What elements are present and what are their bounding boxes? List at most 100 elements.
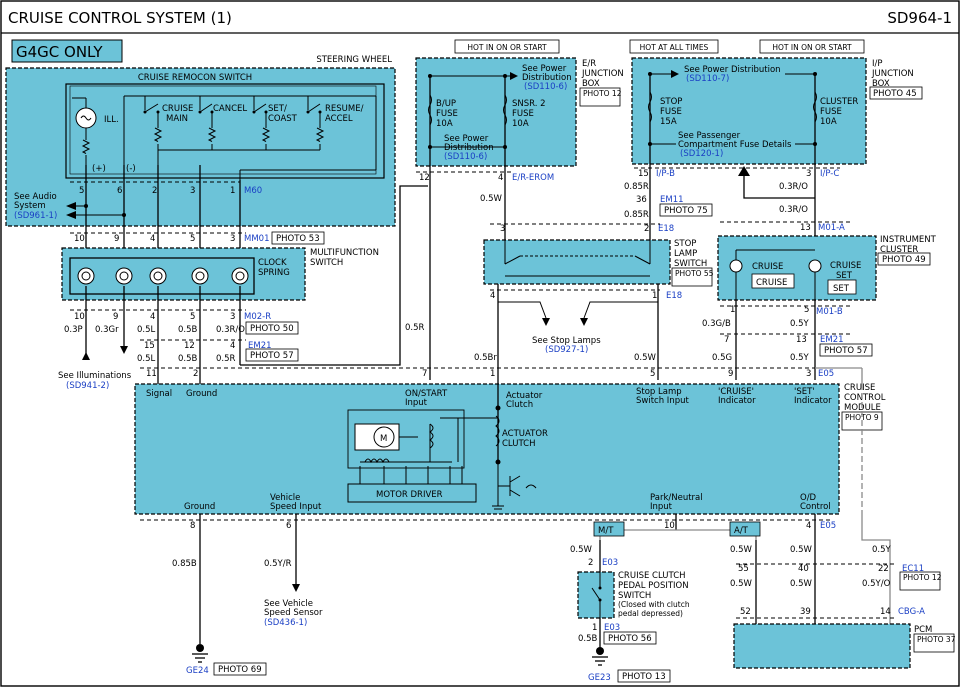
ge24-ground-icon	[192, 644, 208, 663]
set-coast-label-1: SET/	[268, 104, 287, 114]
ge23-label[interactable]: GE23	[588, 673, 611, 683]
conn-ec11[interactable]: EC11	[902, 564, 924, 574]
e05-pin-11: 11	[146, 369, 157, 379]
er-see-ref-2[interactable]: (SD110-6)	[444, 152, 487, 162]
wire-0.3ro: 0.3R/O	[216, 325, 245, 335]
conn-e05b[interactable]: E05	[820, 521, 836, 531]
photo-56-plate	[603, 631, 657, 645]
cruise-lamp-label: CRUISE	[752, 262, 783, 272]
er-hot-plate	[454, 39, 560, 54]
engine-badge	[11, 39, 123, 63]
ge23-ground-icon	[592, 647, 608, 666]
m02-pin-10: 10	[74, 312, 85, 322]
snsr-fuse-3: 10A	[512, 119, 529, 129]
set-indicator	[827, 279, 857, 295]
m02-pin-4: 4	[150, 312, 155, 322]
steering-wheel-title: STEERING WHEEL	[316, 55, 392, 65]
set-ind-label-2: Indicator	[794, 396, 832, 406]
audio-ref-link[interactable]: (SD961-1)	[14, 211, 57, 221]
wire-0.5r-b: 0.5R	[216, 354, 236, 364]
conn-mm01[interactable]: MM01	[244, 234, 269, 244]
m02-pin-3: 3	[230, 312, 235, 322]
conn-cbg-a[interactable]: CBG-A	[898, 607, 925, 617]
set-indicator-label: SET	[833, 284, 850, 294]
conn-ipb[interactable]: I/P-B	[656, 169, 675, 179]
stop-see-ref[interactable]: (SD927-1)	[545, 345, 588, 355]
e05b-pin-10: 10	[664, 521, 675, 531]
er-see-ref[interactable]: (SD110-6)	[524, 82, 567, 92]
photo-49-plate	[877, 252, 931, 266]
ip-box-label-3: BOX	[872, 79, 890, 89]
er-pin-4: 4	[498, 173, 503, 183]
cruise-lamp-icon	[729, 259, 743, 273]
conn-e03[interactable]: E03	[602, 558, 618, 568]
conn-e03b[interactable]: E03	[604, 623, 620, 633]
conn-e18[interactable]: E18	[658, 224, 674, 234]
cbg-pin-14: 14	[880, 607, 891, 617]
cluster-feed-arrow	[738, 166, 750, 176]
ip-see: See Power Distribution	[684, 65, 781, 75]
ccm-label-1: CRUISE	[844, 383, 875, 393]
cruise-main-label-1: CRUISE	[162, 104, 193, 114]
ip-hot-right: HOT IN ON OR START	[772, 43, 852, 52]
illum-ref-1: See Illuminations	[58, 371, 132, 381]
photo-57-cl-plate	[819, 343, 873, 357]
er-pin-12: 12	[419, 173, 430, 183]
er-see-3: See Power	[444, 134, 489, 144]
stop-lamp-label-2: LAMP	[674, 249, 697, 259]
photo-57-cl: PHOTO 57	[824, 346, 868, 356]
e05-pin-5: 5	[650, 369, 655, 379]
resume-accel-label-1: RESUME/	[325, 104, 364, 114]
ground-label: Ground	[186, 389, 217, 399]
conn-ipc[interactable]: I/P-C	[820, 169, 839, 179]
stop-fuse-2: FUSE	[660, 107, 682, 117]
ip-hot-left-plate	[629, 39, 719, 54]
cbg-pin-52: 52	[740, 607, 751, 617]
sw-pin-3: 3	[190, 186, 195, 196]
wire-0.3p: 0.3P	[64, 325, 83, 335]
e05-pin-9: 9	[728, 369, 733, 379]
ip-see-ref[interactable]: (SD110-7)	[686, 74, 729, 84]
e18-pin-2: 2	[644, 224, 649, 234]
cluster-label-2: CLUSTER	[880, 245, 918, 255]
pcm-od-wire	[861, 368, 891, 624]
illum-ref-link[interactable]: (SD941-2)	[66, 381, 109, 391]
conn-em21-cl[interactable]: EM21	[820, 335, 844, 345]
wire-0.5g: 0.5G	[712, 353, 732, 363]
m01b-pin-5: 5	[804, 305, 809, 315]
conn-e05[interactable]: E05	[818, 369, 834, 379]
conn-m01a[interactable]: M01-A	[818, 223, 845, 233]
photo-37: PHOTO 37	[917, 635, 956, 644]
mm-pin-4: 4	[150, 234, 155, 244]
ge24-label[interactable]: GE24	[186, 666, 209, 676]
conn-em21[interactable]: EM21	[248, 341, 272, 351]
ip-pin-3: 3	[806, 169, 811, 179]
m01b-pin-1: 1	[730, 305, 735, 315]
wire-0.5w-at3: 0.5W	[730, 579, 753, 589]
cruise-indicator	[751, 273, 795, 289]
engine-badge-label: G4GC ONLY	[16, 43, 103, 61]
vss-label-1: Vehicle	[270, 493, 300, 503]
wire-0.5w-mt: 0.5W	[570, 545, 593, 555]
ill-resistor	[81, 139, 91, 154]
conn-er-erom[interactable]: E/R-EROM	[512, 173, 554, 183]
wire-0.85r-1: 0.85R	[624, 182, 649, 192]
conn-m02r[interactable]: M02-R	[244, 312, 271, 322]
wire-0.5yo: 0.5Y/O	[862, 579, 891, 589]
wire-0.5w-er: 0.5W	[480, 194, 503, 204]
audio-ref-1: See Audio	[14, 192, 57, 202]
er-photo-plate	[579, 87, 621, 107]
photo-57-plate	[245, 348, 299, 362]
motor-driver-box	[347, 483, 477, 503]
conn-e18b[interactable]: E18	[666, 291, 682, 301]
vss-ref-link[interactable]: (SD436-1)	[264, 618, 307, 628]
conn-m01b[interactable]: M01-B	[816, 307, 843, 317]
em21-pin-7: 7	[724, 335, 729, 345]
conn-em11[interactable]: EM11	[660, 195, 684, 205]
conn-m60[interactable]: M60	[244, 186, 262, 196]
stop-lamp-switch-contacts	[504, 240, 651, 277]
wire-0.5l-b: 0.5L	[137, 354, 156, 364]
stop-lamp-input-label-2: Switch Input	[636, 396, 689, 406]
ip-see-pass-ref[interactable]: (SD120-1)	[680, 149, 723, 159]
